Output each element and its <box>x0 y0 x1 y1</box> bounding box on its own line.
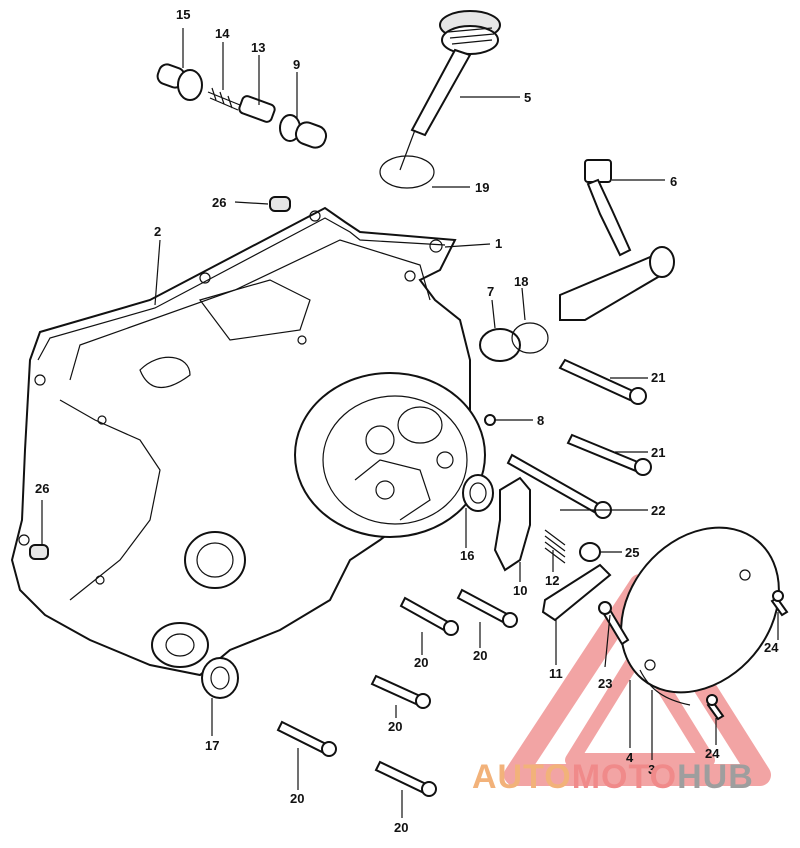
watermark-logo: AUTOMOTOHUB <box>472 758 754 798</box>
part-label-17: 17 <box>205 738 219 753</box>
watermark-auto: AUTO <box>472 758 572 796</box>
part-label-20-a: 20 <box>414 655 428 670</box>
screws-23-24 <box>598 590 789 721</box>
o-ring-18 <box>511 322 549 354</box>
spring-clip <box>479 328 521 362</box>
oil-seal-16 <box>462 474 494 512</box>
nut-25 <box>579 542 601 562</box>
part-label-2: 2 <box>154 224 161 239</box>
part-label-25: 25 <box>625 545 639 560</box>
part-label-24-bottom: 24 <box>705 746 720 761</box>
part-label-12: 12 <box>545 573 559 588</box>
part-label-16: 16 <box>460 548 474 563</box>
part-label-24-right: 24 <box>764 640 779 655</box>
part-label-26-top: 26 <box>212 195 226 210</box>
crankcase-cover <box>10 206 486 677</box>
spring-12 <box>544 529 566 564</box>
part-label-8: 8 <box>537 413 544 428</box>
oil-filler-cap <box>379 10 501 189</box>
bracket-10 <box>493 476 531 572</box>
part-label-26-left: 26 <box>35 481 49 496</box>
part-label-21-lower: 21 <box>651 445 665 460</box>
detent-assembly <box>156 63 328 149</box>
part-label-22: 22 <box>651 503 665 518</box>
part-label-9: 9 <box>293 57 300 72</box>
part-label-20-d: 20 <box>290 791 304 806</box>
watermark-hub: HUB <box>677 758 754 796</box>
cover-plate-3 <box>620 526 780 706</box>
part-label-4: 4 <box>626 750 634 765</box>
part-label-23: 23 <box>598 676 612 691</box>
dowel-pin-left <box>29 544 49 560</box>
shift-arm <box>559 159 675 321</box>
dowel-pin-top <box>269 196 291 212</box>
part-label-14: 14 <box>215 26 230 41</box>
part-labels: 15 14 13 9 5 19 6 26 2 1 7 18 21 8 21 22… <box>35 7 779 835</box>
watermark-moto: MOTO <box>571 758 678 796</box>
part-label-1: 1 <box>495 236 502 251</box>
leader-lines <box>41 28 779 818</box>
part-label-5: 5 <box>524 90 531 105</box>
part-label-6: 6 <box>670 174 677 189</box>
part-label-7: 7 <box>487 284 494 299</box>
part-label-20-c: 20 <box>388 719 402 734</box>
part-label-11: 11 <box>549 666 563 681</box>
bolts-20 <box>276 588 518 797</box>
part-label-13: 13 <box>251 40 265 55</box>
bolts-21-22 <box>506 358 652 519</box>
part-label-3: 3 <box>648 762 655 777</box>
part-label-21-upper: 21 <box>651 370 665 385</box>
part-label-15: 15 <box>176 7 190 22</box>
part-label-10: 10 <box>513 583 527 598</box>
plate-11 <box>541 563 612 622</box>
part-label-20-e: 20 <box>394 820 408 835</box>
part-label-19: 19 <box>475 180 489 195</box>
oil-seal-17 <box>201 657 239 699</box>
pin-8 <box>484 414 496 426</box>
part-label-20-b: 20 <box>473 648 487 663</box>
part-label-18: 18 <box>514 274 528 289</box>
